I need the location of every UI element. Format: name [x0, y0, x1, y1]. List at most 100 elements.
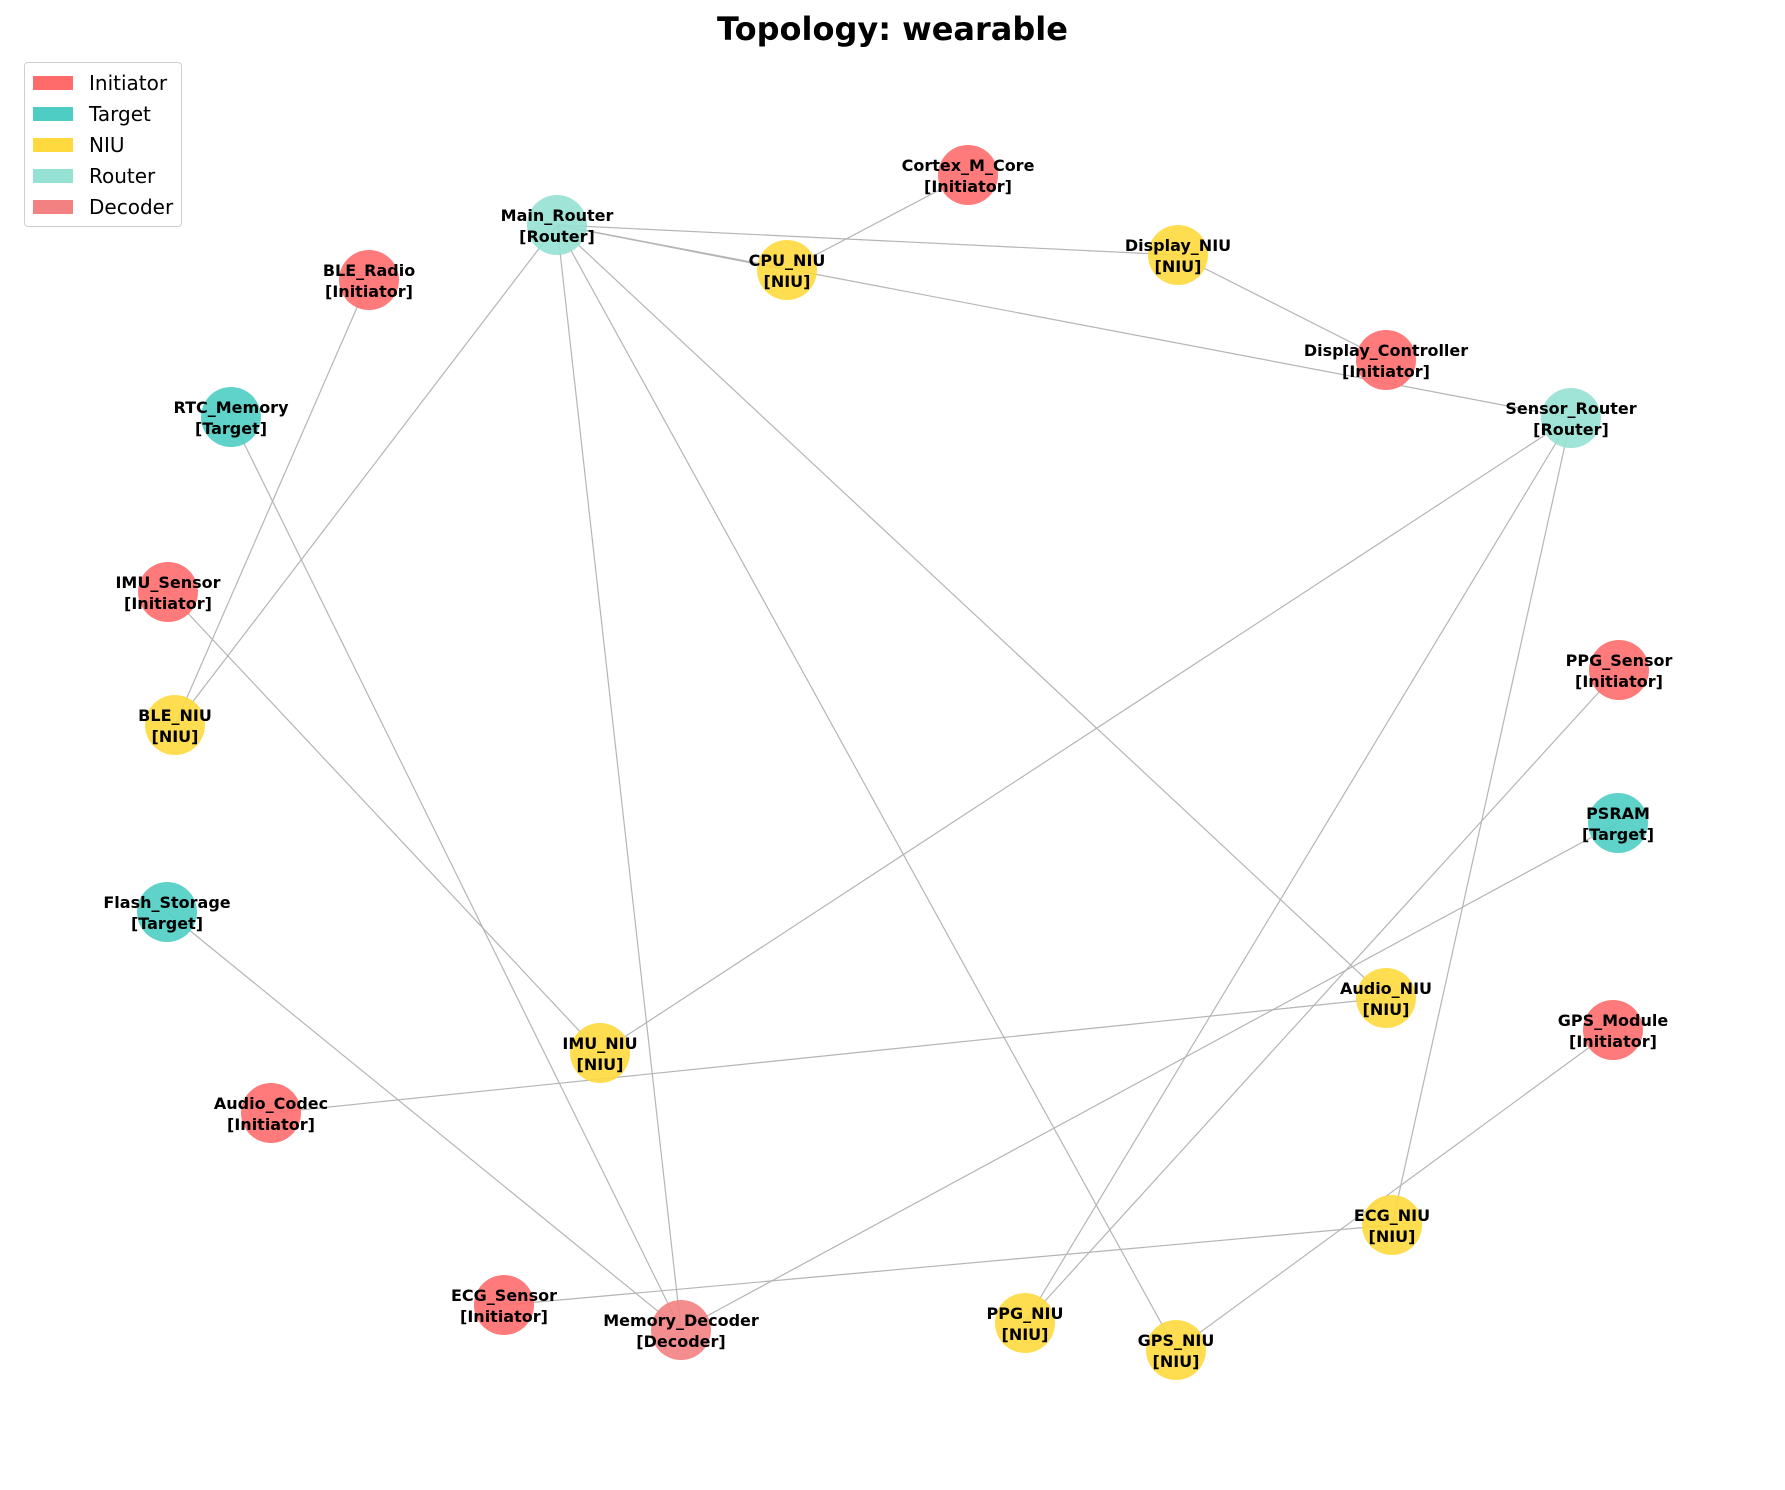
node-ecg-sensor[interactable]: ECG_Sensor[Initiator] [451, 1275, 557, 1335]
node-cpu-niu[interactable]: CPU_NIU[NIU] [749, 240, 826, 300]
node-name-rtc-memory: RTC_Memory [173, 398, 289, 417]
node-name-sensor-router: Sensor_Router [1505, 399, 1636, 418]
node-circle-ble-radio[interactable] [339, 250, 399, 310]
node-main-router[interactable]: Main_Router[Router] [501, 195, 614, 255]
node-role-gps-niu: [NIU] [1153, 1352, 1200, 1371]
node-name-imu-niu: IMU_NIU [562, 1034, 637, 1053]
node-ble-radio[interactable]: BLE_Radio[Initiator] [323, 250, 415, 310]
node-circle-ppg-niu[interactable] [995, 1293, 1055, 1353]
edge-flash-storage-memory-decoder [166, 911, 682, 1331]
node-name-ppg-sensor: PPG_Sensor [1566, 651, 1673, 670]
node-ppg-niu[interactable]: PPG_NIU [NIU] [987, 1293, 1064, 1353]
node-name-ppg-niu: PPG_NIU [987, 1304, 1064, 1323]
node-circle-imu-niu[interactable] [570, 1023, 630, 1083]
node-circle-display-controller[interactable] [1356, 330, 1416, 390]
node-role-rtc-memory: [Target] [195, 419, 267, 438]
node-circle-ecg-sensor[interactable] [474, 1275, 534, 1335]
node-circle-sensor-router[interactable] [1541, 388, 1601, 448]
edge-psram-memory-decoder [680, 822, 1619, 1331]
node-circle-display-niu[interactable] [1148, 225, 1208, 285]
node-role-psram: [Target] [1582, 825, 1654, 844]
node-role-ble-niu: [NIU] [152, 727, 199, 746]
node-circle-cpu-niu[interactable] [757, 240, 817, 300]
node-rtc-memory[interactable]: RTC_Memory [Target] [173, 387, 289, 447]
node-circle-ecg-niu[interactable] [1362, 1195, 1422, 1255]
node-memory-decoder[interactable]: Memory_Decoder[Decoder] [603, 1300, 759, 1360]
legend-item-initiator: Initiator [33, 67, 173, 98]
node-circle-gps-module[interactable] [1583, 1000, 1643, 1060]
legend-swatch-niu [33, 137, 73, 152]
legend-label-router: Router [89, 163, 156, 188]
node-circle-main-router[interactable] [527, 195, 587, 255]
legend-item-router: Router [33, 160, 173, 191]
node-name-ecg-niu: ECG_NIU [1354, 1206, 1430, 1225]
legend-label-initiator: Initiator [89, 70, 168, 95]
node-name-ecg-sensor: ECG_Sensor [451, 1286, 557, 1305]
node-imu-niu[interactable]: IMU_NIU [NIU] [562, 1023, 638, 1083]
node-ecg-niu[interactable]: ECG_NIU [NIU] [1354, 1195, 1430, 1255]
node-name-cpu-niu: CPU_NIU [749, 251, 826, 270]
node-name-main-router: Main_Router [501, 206, 614, 225]
node-gps-module[interactable]: GPS_Module[Initiator] [1558, 1000, 1669, 1060]
edge-sensor-router-imu-niu [599, 417, 1572, 1054]
edge-display-niu-display-controller [1177, 254, 1387, 361]
node-flash-storage[interactable]: Flash_Storage[Target] [103, 882, 231, 942]
node-gps-niu[interactable]: GPS_NIU [NIU] [1138, 1320, 1215, 1380]
node-psram[interactable]: PSRAM [Target] [1582, 793, 1654, 853]
legend-swatch-target [33, 106, 73, 121]
edge-ble-radio-ble-niu [174, 279, 370, 726]
node-circle-cortex-m-core[interactable] [938, 145, 998, 205]
node-role-audio-codec: [Initiator] [227, 1115, 315, 1134]
node-role-ppg-niu: [NIU] [1002, 1325, 1049, 1344]
edge-ppg-sensor-ppg-niu [1024, 669, 1620, 1324]
node-sensor-router[interactable]: Sensor_Router [Router] [1505, 388, 1637, 448]
legend-item-niu: NIU [33, 129, 173, 160]
node-circle-flash-storage[interactable] [137, 882, 197, 942]
legend: Initiator Target NIU Router Decoder [24, 62, 183, 227]
legend-label-decoder: Decoder [89, 194, 174, 219]
node-role-imu-sensor: [Initiator] [124, 594, 212, 613]
node-circle-gps-niu[interactable] [1146, 1320, 1206, 1380]
node-role-sensor-router: [Router] [1533, 420, 1609, 439]
node-circle-rtc-memory[interactable] [201, 387, 261, 447]
node-circle-ppg-sensor[interactable] [1589, 640, 1649, 700]
node-name-display-niu: Display_NIU [1125, 236, 1231, 255]
node-name-psram: PSRAM [1586, 804, 1650, 823]
node-role-ecg-niu: [NIU] [1369, 1227, 1416, 1246]
node-name-audio-niu: Audio_NIU [1340, 979, 1432, 998]
legend-swatch-initiator [33, 75, 73, 90]
node-audio-codec[interactable]: Audio_Codec[Initiator] [214, 1083, 328, 1143]
node-display-controller[interactable]: Display_Controller[Initiator] [1304, 330, 1468, 390]
legend-swatch-router [33, 168, 73, 183]
diagram-title: Topology: wearable [717, 10, 1068, 48]
node-circle-audio-niu[interactable] [1356, 968, 1416, 1028]
node-display-niu[interactable]: Display_NIU [NIU] [1125, 225, 1231, 285]
legend-label-target: Target [89, 101, 151, 126]
node-circle-psram[interactable] [1588, 793, 1648, 853]
node-name-gps-niu: GPS_NIU [1138, 1331, 1215, 1350]
node-circle-audio-codec[interactable] [241, 1083, 301, 1143]
edge-main-router-gps-niu [556, 224, 1177, 1351]
node-name-cortex-m-core: Cortex_M_Core [902, 156, 1035, 175]
node-ppg-sensor[interactable]: PPG_Sensor[Initiator] [1566, 640, 1673, 700]
node-circle-memory-decoder[interactable] [651, 1300, 711, 1360]
node-name-imu-sensor: IMU_Sensor [115, 573, 220, 592]
node-imu-sensor[interactable]: IMU_Sensor [Initiator] [115, 562, 221, 622]
edge-imu-sensor-imu-niu [167, 591, 601, 1054]
edges-layer [166, 174, 1620, 1351]
node-role-gps-module: [Initiator] [1569, 1032, 1657, 1051]
node-cortex-m-core[interactable]: Cortex_M_Core[Initiator] [902, 145, 1035, 205]
node-role-imu-niu: [NIU] [577, 1055, 624, 1074]
node-circle-ble-niu[interactable] [145, 695, 205, 755]
node-role-display-controller: [Initiator] [1342, 362, 1430, 381]
edge-ecg-niu-ecg-sensor [503, 1224, 1393, 1306]
node-role-flash-storage: [Target] [131, 914, 203, 933]
edge-main-router-sensor-router [556, 224, 1572, 419]
node-ble-niu[interactable]: BLE_NIU[NIU] [138, 695, 212, 755]
edge-gps-module-gps-niu [1175, 1029, 1614, 1351]
node-circle-imu-sensor[interactable] [138, 562, 198, 622]
node-role-display-niu: [NIU] [1155, 257, 1202, 276]
edge-cortex-m-core-cpu-niu [786, 174, 969, 271]
node-audio-niu[interactable]: Audio_NIU[NIU] [1340, 968, 1432, 1028]
